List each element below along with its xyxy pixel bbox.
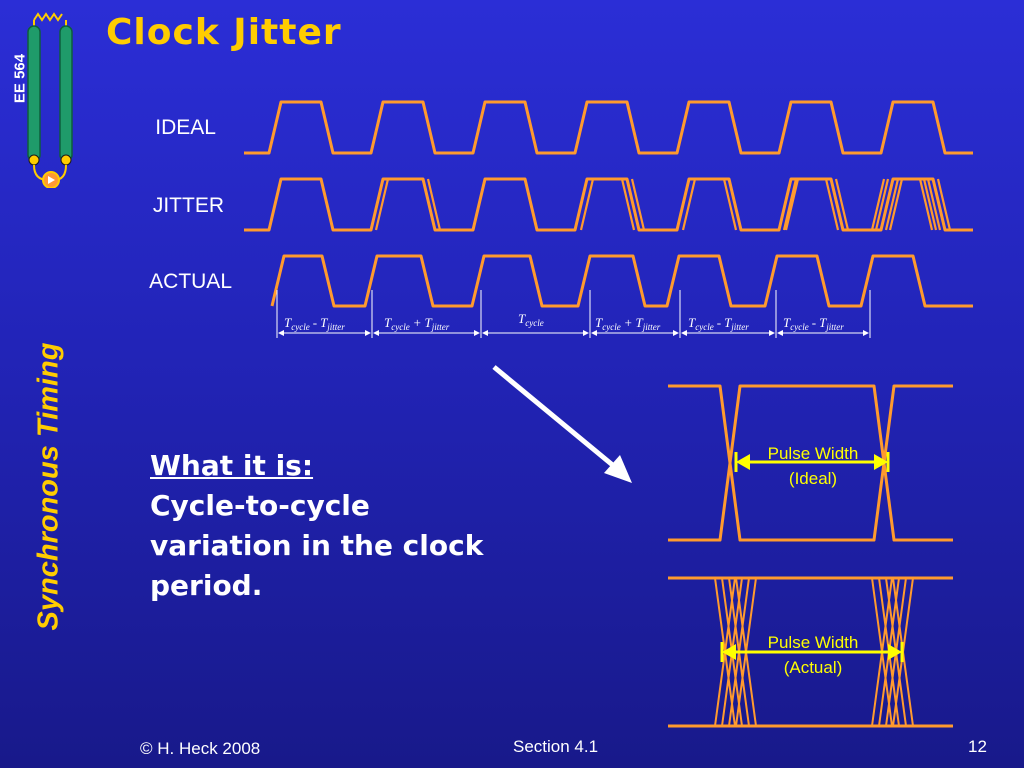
definition-heading: What it is:	[150, 449, 314, 482]
logo-icon	[27, 12, 73, 188]
jitter-label: JITTER	[152, 194, 224, 217]
ideal-waveform	[244, 100, 973, 155]
period-label: Tcycle+Tjitter	[384, 315, 450, 332]
pulse-width-diagram: Pulse Width (Ideal) Pulse Width (Actual)	[668, 384, 953, 728]
actual-label: ACTUAL	[149, 270, 232, 293]
definition-line: period.	[150, 569, 263, 602]
period-label: Tcycle-Tjitter	[284, 315, 345, 332]
pulse-width-actual-label: (Actual)	[784, 658, 843, 677]
pulse-width-ideal-label: Pulse Width	[768, 444, 859, 463]
actual-waveform	[270, 254, 973, 308]
jitter-edges	[374, 177, 952, 231]
definition-line: variation in the clock	[150, 529, 484, 562]
section-label: Section 4.1	[513, 737, 599, 756]
jitter-waveform	[244, 177, 973, 232]
period-label: Tcycle	[518, 311, 544, 328]
period-label: Tcycle-Tjitter	[783, 315, 844, 332]
ideal-pulse	[668, 384, 953, 542]
definition-line: Cycle-to-cycle	[150, 489, 370, 522]
period-label: Tcycle+Tjitter	[595, 315, 661, 332]
topic-label: Synchronous Timing	[32, 342, 65, 631]
period-label: Tcycle-Tjitter	[688, 315, 749, 332]
copyright-text: © H. Heck 2008	[140, 739, 261, 758]
slide-title: Clock Jitter	[106, 12, 342, 53]
timing-diagram: Tcycle-Tjitter Tcycle+Tjitter Tcycle Tcy…	[244, 100, 973, 338]
arrow-icon	[492, 365, 632, 483]
pulse-width-ideal-label: (Ideal)	[789, 469, 837, 488]
pulse-width-actual-label: Pulse Width	[768, 633, 859, 652]
definition-text: What it is: Cycle-to-cycle variation in …	[150, 446, 483, 606]
page-number: 12	[968, 737, 987, 756]
ideal-label: IDEAL	[155, 116, 216, 139]
